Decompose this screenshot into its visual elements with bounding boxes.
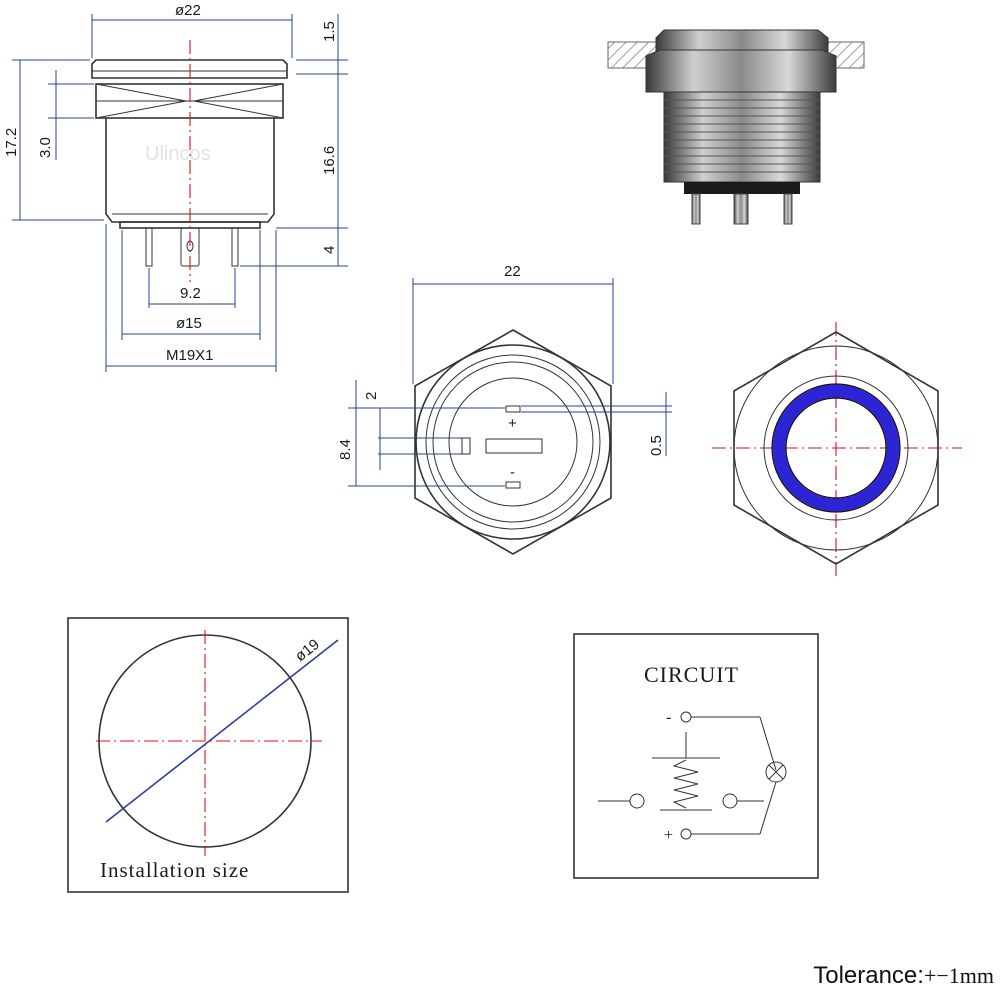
dim-total-height: 17.2 — [3, 128, 20, 157]
dim-cap-thickness: 1.5 — [321, 21, 338, 42]
circuit-neg-label: - — [666, 709, 671, 726]
side-view: Ulincos ø22 1.5 17.2 — [3, 2, 348, 372]
front-view — [712, 322, 962, 580]
dim-body-height: 16.6 — [321, 146, 338, 175]
dim-terminal-0-5: 0.5 — [648, 435, 665, 456]
bottom-view: + - 22 2 8.4 0.5 — [337, 263, 672, 555]
circuit-panel: CIRCUIT - + — [573, 633, 819, 879]
led-ring — [772, 384, 900, 512]
circuit-pos-label: + — [664, 827, 673, 844]
dim-offset-2: 2 — [363, 392, 380, 400]
terminal-minus: - — [510, 464, 515, 481]
dim-nut-height: 3.0 — [37, 137, 54, 158]
product-photo — [607, 29, 865, 225]
circuit-title: CIRCUIT — [644, 662, 739, 687]
installation-panel: ø19 Installation size — [67, 617, 349, 893]
dim-width-22: 22 — [504, 263, 521, 280]
installation-label: Installation size — [100, 858, 249, 882]
side-view-watermark: Ulincos — [145, 143, 211, 165]
dim-pin-length: 4 — [321, 246, 338, 254]
dim-pin-spacing: 9.2 — [180, 285, 201, 302]
dim-hole-diameter: ø19 — [292, 636, 323, 665]
dim-height-8-4: 8.4 — [337, 439, 354, 460]
dim-base-diameter: ø15 — [176, 315, 202, 332]
tolerance-value: +−1mm — [923, 963, 994, 988]
dim-thread: M19X1 — [166, 347, 214, 364]
terminal-plus: + — [508, 415, 517, 432]
tolerance-note: Tolerance:+−1mm — [813, 962, 994, 990]
tolerance-label: Tolerance: — [813, 962, 924, 989]
dim-diameter-22: ø22 — [175, 2, 201, 19]
